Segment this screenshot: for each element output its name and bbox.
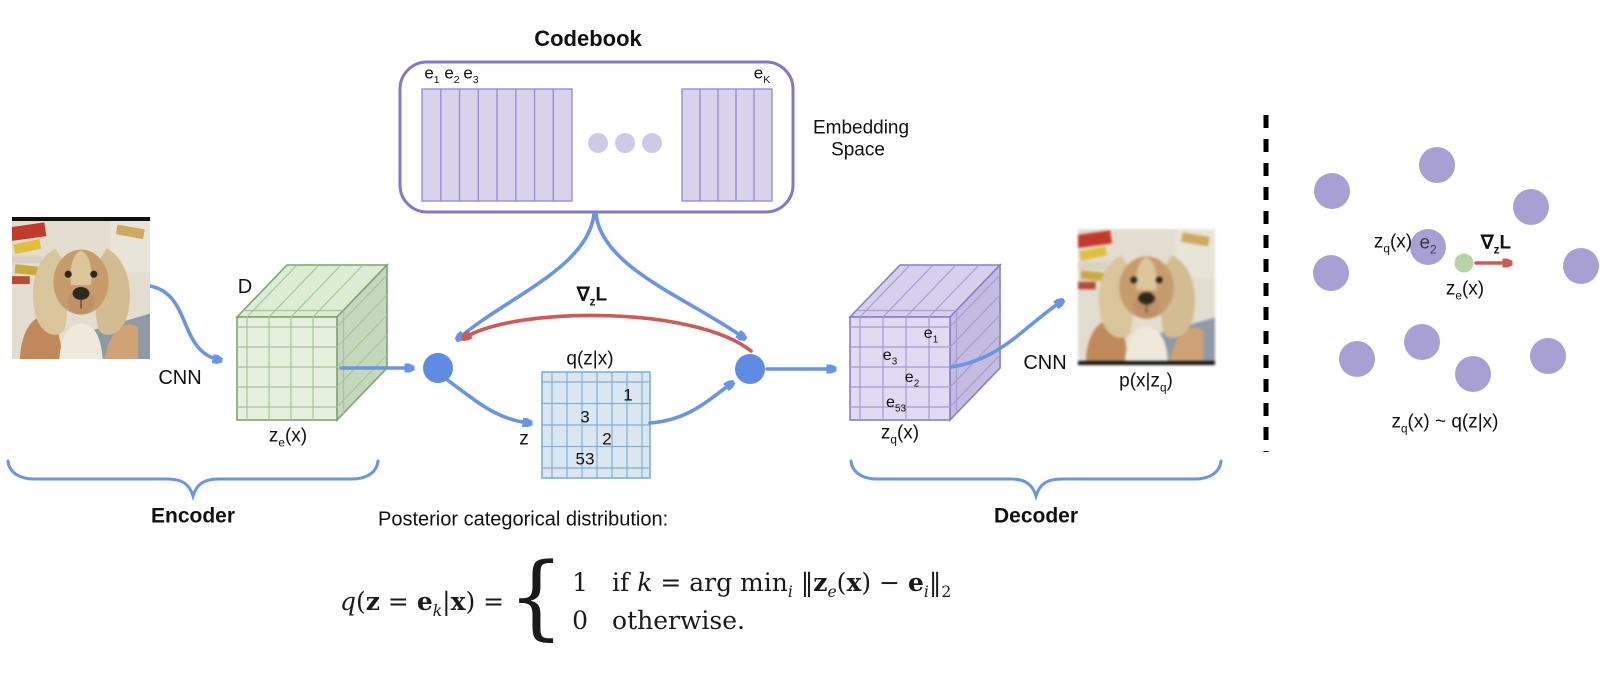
z-index-label: z [519,428,529,450]
embedding-dot [1513,189,1549,225]
codebook-left-block [421,88,573,202]
embedding-space-label-line2: Space [831,139,885,161]
ellipsis-dots [588,133,662,153]
gradient-label: ∇zL [576,284,608,309]
encoder-point-dot [1454,253,1474,273]
quantized-cell-label-e3: e3 [882,347,898,368]
grid-value-2: 2 [602,429,612,449]
arrow-node-to-grid [444,377,530,423]
encoder-brace [6,459,380,502]
quantized-cell-label-e53: e53 [886,394,906,415]
reconstructed-image [1078,229,1215,365]
posterior-grid-title: q(z|x) [566,348,614,370]
posterior-equation: q(z = ek|x) = { 1 if k = arg mini ‖ze(x)… [340,542,952,658]
codebook-title: Codebook [534,25,642,51]
right-node [735,354,765,384]
embedding-dot [1313,255,1349,291]
view-zq-label: zq(x) [1373,231,1413,256]
embedding-dot [1419,147,1455,183]
embedding-vector-label-3: e3 [463,63,479,87]
arrow-decoder-to-output [949,301,1062,369]
embedding-space-label-line1: Embedding [812,117,910,139]
view-e2-label: e2 [1419,232,1437,257]
equation-lhs: q(z = ek|x) = [340,587,505,620]
grid-value-1: 1 [623,385,633,405]
codebook-right-block [681,88,773,202]
cases-brace: { [508,542,565,651]
embedding-space-view [1313,147,1599,392]
equation-case-1: 1 if k = arg mini ‖ze(x) − ei‖2 [572,568,952,601]
ze-output-label: ze(x) [268,425,308,450]
left-node [423,353,453,383]
depth-label: D [237,276,253,298]
quantized-cell-label-e1: e1 [923,325,939,346]
embedding-dot [1404,324,1440,360]
zq-input-label: zq(x) [880,422,920,447]
embedding-dot [1455,356,1491,392]
grid-value-3: 3 [580,407,590,427]
embedding-dot [1339,341,1375,377]
input-image [12,217,150,359]
view-ze-label: ze(x) [1445,278,1485,303]
equation-case-2: 0 otherwise. [572,606,745,635]
encoder-label: Encoder [150,504,236,528]
grid-value-53: 53 [575,449,595,469]
embedding-dot [1563,248,1599,284]
embedding-dot [1314,173,1350,209]
decoder-brace [849,459,1223,502]
embedding-dot [1530,338,1566,374]
encoder-output-cube [235,263,389,422]
cnn-label-encoder: CNN [158,367,202,389]
decoder-label: Decoder [993,504,1079,528]
posterior-grid [541,371,651,479]
quantized-cell-label-e2: e2 [904,369,920,390]
codebook-box [398,60,795,214]
arrow-input-to-encoder [148,284,220,360]
embedding-vector-label-1: e1 [424,63,440,87]
view-caption: zq(x) ~ q(z|x) [1391,411,1499,436]
embedding-vector-label-2: e2 [444,63,460,87]
arrow-gradient-red [464,313,753,353]
cnn-label-decoder: CNN [1023,352,1067,374]
embedding-vector-label-k: eK [753,63,771,87]
arrow-codebook-to-right-node [594,212,744,338]
arrow-codebook-to-left-node [458,212,596,339]
embedding-dot-e2 [1410,229,1446,265]
arrow-grid-to-node [648,383,732,425]
view-gradient-label: ∇zL [1480,232,1512,257]
output-distribution-label: p(x|zq) [1119,370,1173,395]
decoder-input-cube [848,263,1002,422]
posterior-heading: Posterior categorical distribution: [378,508,669,531]
